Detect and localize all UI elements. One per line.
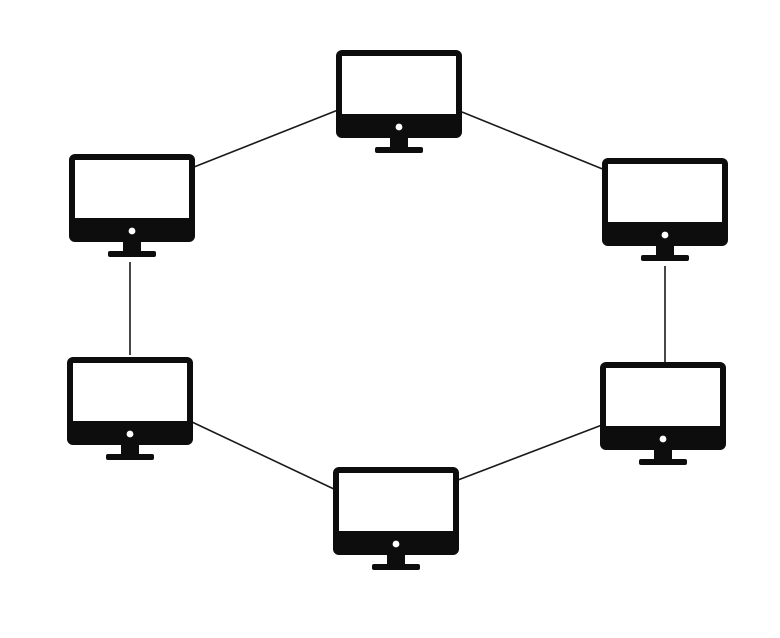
monitor-stand-base (639, 459, 687, 465)
monitor-stand-neck (123, 242, 141, 252)
network-nodes (67, 50, 728, 570)
desktop-monitor-icon (336, 50, 462, 153)
monitor-stand-base (372, 564, 420, 570)
power-indicator (395, 123, 403, 131)
monitor-stand-neck (387, 555, 405, 565)
monitor-screen (606, 368, 720, 426)
monitor-stand-neck (390, 138, 408, 148)
power-indicator (661, 231, 669, 239)
monitor-screen (339, 473, 453, 531)
power-indicator (126, 430, 134, 438)
link-bottom-to-lower-left (191, 421, 337, 491)
monitor-stand-base (641, 255, 689, 261)
monitor-stand-neck (656, 246, 674, 256)
power-indicator (659, 435, 667, 443)
desktop-monitor-icon (600, 362, 726, 465)
link-lower-right-to-bottom (457, 424, 603, 481)
monitor-stand-neck (654, 450, 672, 460)
desktop-monitor-icon (602, 158, 728, 261)
desktop-monitor-icon (69, 154, 195, 257)
link-upper-left-to-top (193, 109, 339, 168)
monitor-stand-base (106, 454, 154, 460)
monitor-stand-base (375, 147, 423, 153)
link-top-to-upper-right (461, 111, 606, 171)
power-indicator (128, 227, 136, 235)
monitor-stand-base (108, 251, 156, 257)
power-indicator (392, 540, 400, 548)
monitor-screen (608, 164, 722, 222)
monitor-screen (73, 363, 187, 421)
monitor-screen (75, 160, 189, 218)
network-links (129, 109, 666, 491)
monitor-screen (342, 56, 456, 114)
desktop-monitor-icon (333, 467, 459, 570)
monitor-stand-neck (121, 445, 139, 455)
desktop-monitor-icon (67, 357, 193, 460)
